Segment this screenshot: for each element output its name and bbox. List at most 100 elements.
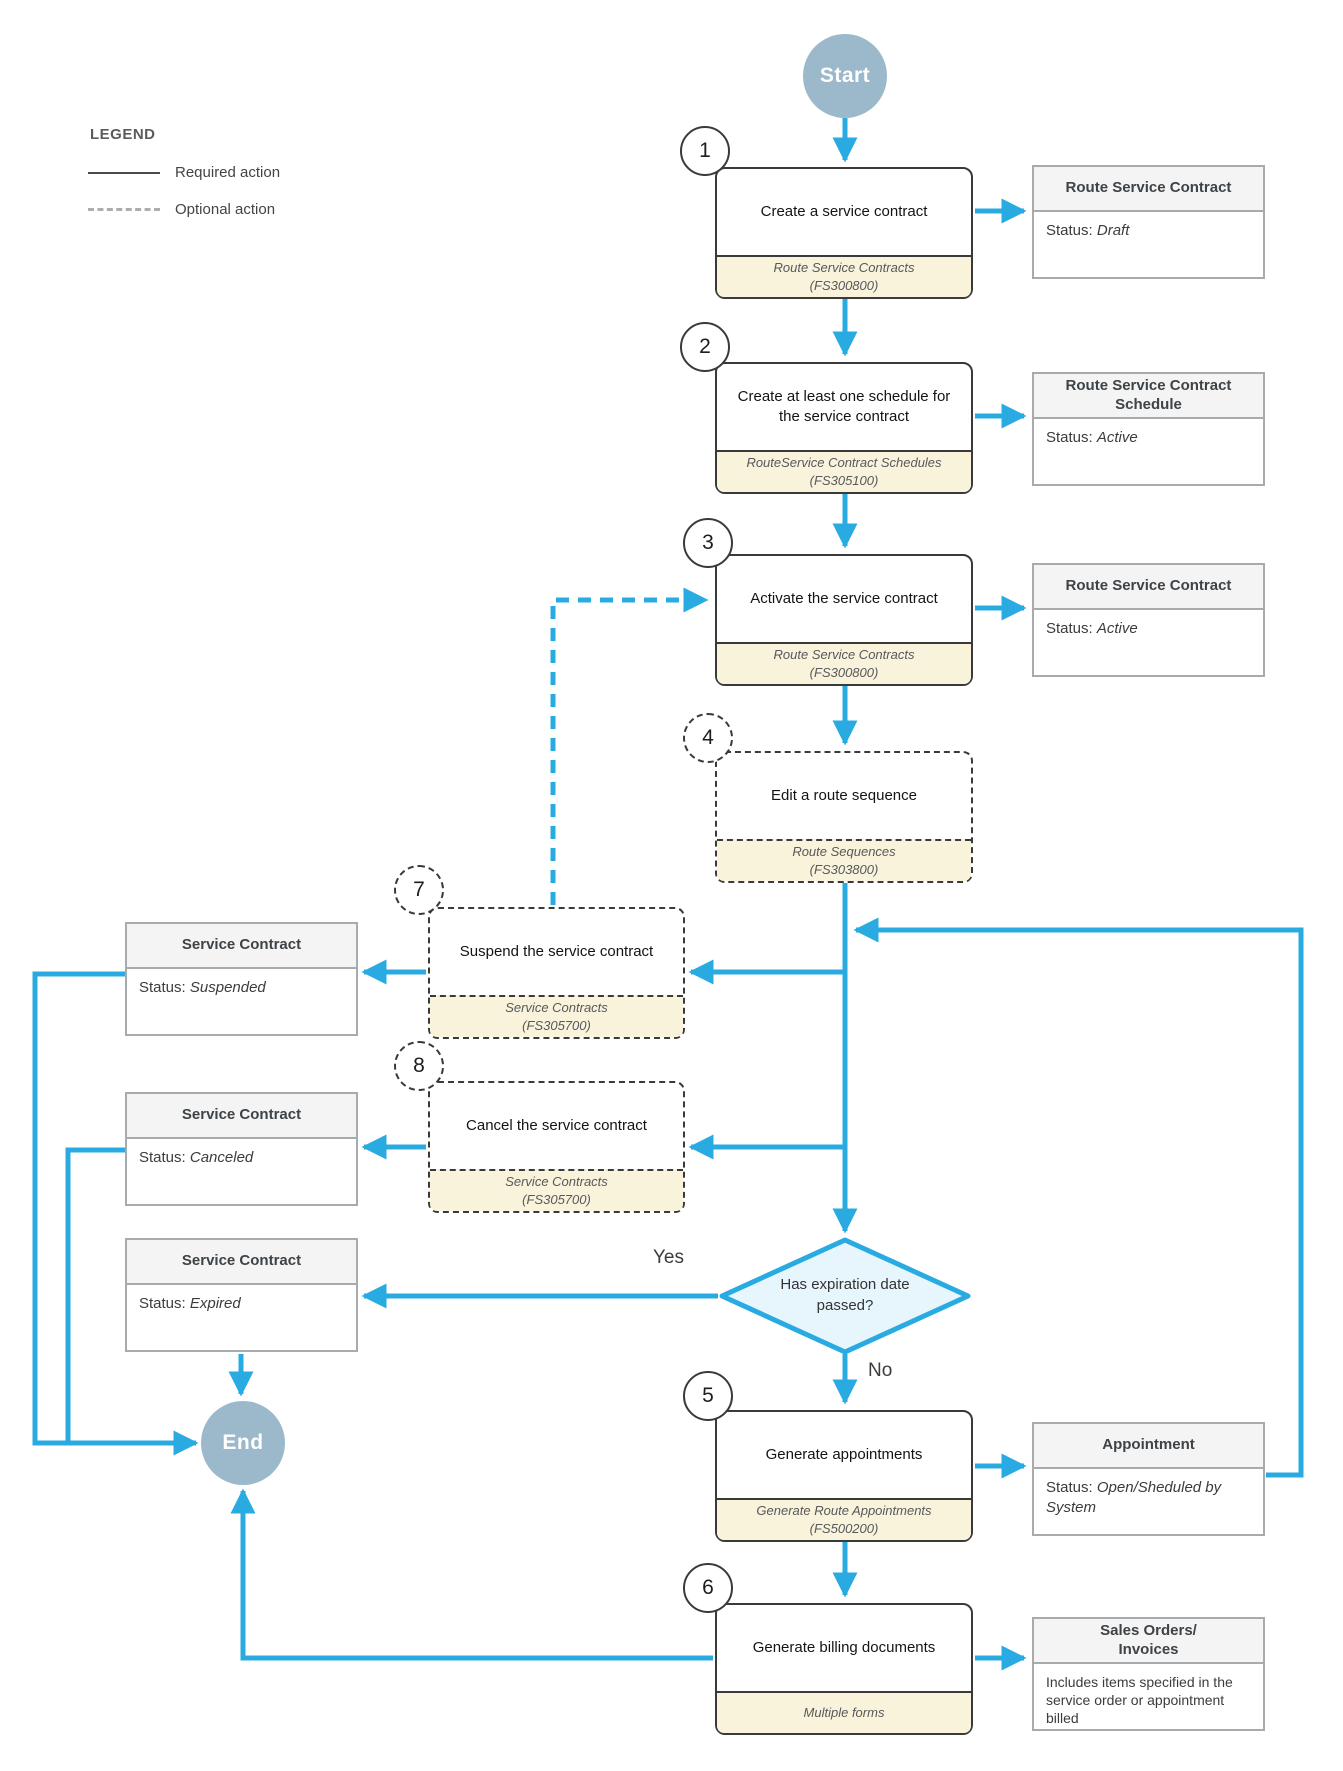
status-box-title: Service Contract <box>127 924 356 969</box>
screen-code: (FS300800) <box>809 278 879 294</box>
status-box-body: Status: Active <box>1034 610 1263 648</box>
step-label: Create a service contract <box>760 202 928 220</box>
status-value: Draft <box>1096 222 1130 239</box>
status-box-contract-expired: Service Contract Status: Expired <box>125 1238 358 1352</box>
status-value: Open/Sheduled by System <box>1046 1479 1222 1516</box>
screen-name: Generate Route Appointments <box>756 1503 932 1518</box>
status-box-schedule-active: Route Service Contract Schedule Status: … <box>1032 372 1265 486</box>
screen-code: (FS305100) <box>809 473 879 489</box>
status-box-contract-canceled: Service Contract Status: Canceled <box>125 1092 358 1206</box>
start-label: Start <box>819 64 871 87</box>
step-screen-footer: Route Sequences (FS303800) <box>717 839 971 882</box>
arrow-suspended-to-end <box>32 971 199 1456</box>
title-line1: Sales Orders/ <box>1100 1621 1197 1639</box>
decision-question: Has expiration date passed? <box>780 1276 910 1314</box>
screen-name: RouteService Contract Schedules <box>746 455 942 470</box>
status-box-body: Status: Draft <box>1034 212 1263 250</box>
step-label: Activate the service contract <box>750 589 938 607</box>
status-box-sales-orders-invoices: Sales Orders/ Invoices Includes items sp… <box>1032 1617 1265 1731</box>
status-value: Expired <box>189 1295 241 1312</box>
step-label: Create at least one schedule for the ser… <box>737 387 951 425</box>
screen-name: Service Contracts <box>505 1000 608 1015</box>
step-number-badge: 1 <box>680 126 730 176</box>
screen-code: (FS305700) <box>522 1192 591 1208</box>
end-terminal: End <box>201 1401 285 1485</box>
status-label: Status: <box>1046 620 1093 637</box>
step-screen-footer: Multiple forms <box>717 1691 971 1733</box>
step-label: Cancel the service contract <box>466 1116 647 1134</box>
step-create-schedule: Create at least one schedule for the ser… <box>715 362 973 495</box>
decision-diamond <box>719 1237 971 1355</box>
legend-optional-line-sample <box>88 208 160 211</box>
status-box-body: Status: Open/Sheduled by System <box>1034 1469 1263 1526</box>
step-suspend-contract: Suspend the service contract Service Con… <box>428 907 685 1040</box>
step-number-badge: 6 <box>683 1563 733 1613</box>
status-box-body: Status: Suspended <box>127 969 356 1007</box>
status-box-route-contract-draft: Route Service Contract Status: Draft <box>1032 165 1265 279</box>
legend-title: LEGEND <box>90 126 156 143</box>
step-number-badge: 5 <box>683 1371 733 1421</box>
status-box-title: Service Contract <box>127 1240 356 1285</box>
step-number-badge: 4 <box>683 713 733 763</box>
arrow-suspend-reactivate-dashed <box>550 587 709 905</box>
status-box-body: Includes items specified in the service … <box>1046 1674 1233 1727</box>
start-terminal: Start <box>803 34 887 118</box>
screen-code: (FS303800) <box>809 862 879 878</box>
screen-name: Route Sequences <box>792 844 896 859</box>
screen-code: (FS300800) <box>809 665 879 681</box>
step-activate-contract: Activate the service contract Route Serv… <box>715 554 973 687</box>
status-value: Canceled <box>189 1149 254 1166</box>
line-canceled-join-end <box>65 1147 127 1441</box>
legend-required-line-sample <box>88 172 160 174</box>
status-value: Active <box>1096 620 1138 637</box>
screen-code: (FS500200) <box>809 1521 879 1537</box>
step-screen-footer: Route Service Contracts (FS300800) <box>717 255 971 298</box>
legend-optional-label: Optional action <box>175 201 276 218</box>
legend-required-label: Required action <box>175 164 281 181</box>
step-screen-footer: Route Service Contracts (FS300800) <box>717 642 971 685</box>
status-box-title: Service Contract <box>127 1094 356 1139</box>
arrow-appointment-loop-back <box>853 917 1304 1478</box>
status-box-body: Status: Active <box>1034 419 1263 457</box>
step-screen-footer: Service Contracts (FS305700) <box>430 995 683 1038</box>
status-box-title: Sales Orders/ Invoices <box>1034 1619 1263 1664</box>
status-box-title: Route Service Contract <box>1034 565 1263 610</box>
step-label: Suspend the service contract <box>459 942 654 960</box>
step-label: Generate appointments <box>765 1445 923 1463</box>
status-label: Status: <box>1046 1479 1093 1496</box>
status-box-body: Status: Expired <box>127 1285 356 1323</box>
screen-name: Route Service Contracts <box>773 647 915 662</box>
status-box-title: Route Service Contract Schedule <box>1034 374 1263 419</box>
step-number-badge: 3 <box>683 518 733 568</box>
step-number-badge: 2 <box>680 322 730 372</box>
arrow-step6-to-end <box>230 1488 713 1661</box>
status-label: Status: <box>139 1295 186 1312</box>
title-line2: Invoices <box>1118 1640 1179 1658</box>
step-screen-footer: Generate Route Appointments (FS500200) <box>717 1498 971 1541</box>
step-number-badge: 7 <box>394 865 444 915</box>
step-generate-billing-documents: Generate billing documents Multiple form… <box>715 1603 973 1735</box>
screen-name: Multiple forms <box>803 1704 885 1720</box>
step-number-badge: 8 <box>394 1041 444 1091</box>
step-edit-route-sequence: Edit a route sequence Route Sequences (F… <box>715 751 973 884</box>
decision-no-label: No <box>868 1360 893 1381</box>
screen-name: Service Contracts <box>505 1174 608 1189</box>
step-cancel-contract: Cancel the service contract Service Cont… <box>428 1081 685 1214</box>
status-label: Status: <box>139 979 186 996</box>
step-label: Edit a route sequence <box>771 786 917 804</box>
status-box-appointment: Appointment Status: Open/Sheduled by Sys… <box>1032 1422 1265 1536</box>
status-box-body: Status: Canceled <box>127 1139 356 1177</box>
status-value: Active <box>1096 429 1138 446</box>
status-label: Status: <box>139 1149 186 1166</box>
status-label: Status: <box>1046 222 1093 239</box>
status-value: Suspended <box>189 979 266 996</box>
step-screen-footer: Service Contracts (FS305700) <box>430 1169 683 1212</box>
step-create-service-contract: Create a service contract Route Service … <box>715 167 973 300</box>
status-box-route-contract-active: Route Service Contract Status: Active <box>1032 563 1265 677</box>
status-label: Status: <box>1046 429 1093 446</box>
end-label: End <box>222 1431 264 1454</box>
status-box-title: Route Service Contract <box>1034 167 1263 212</box>
status-box-contract-suspended: Service Contract Status: Suspended <box>125 922 358 1036</box>
step-label: Generate billing documents <box>752 1638 936 1656</box>
